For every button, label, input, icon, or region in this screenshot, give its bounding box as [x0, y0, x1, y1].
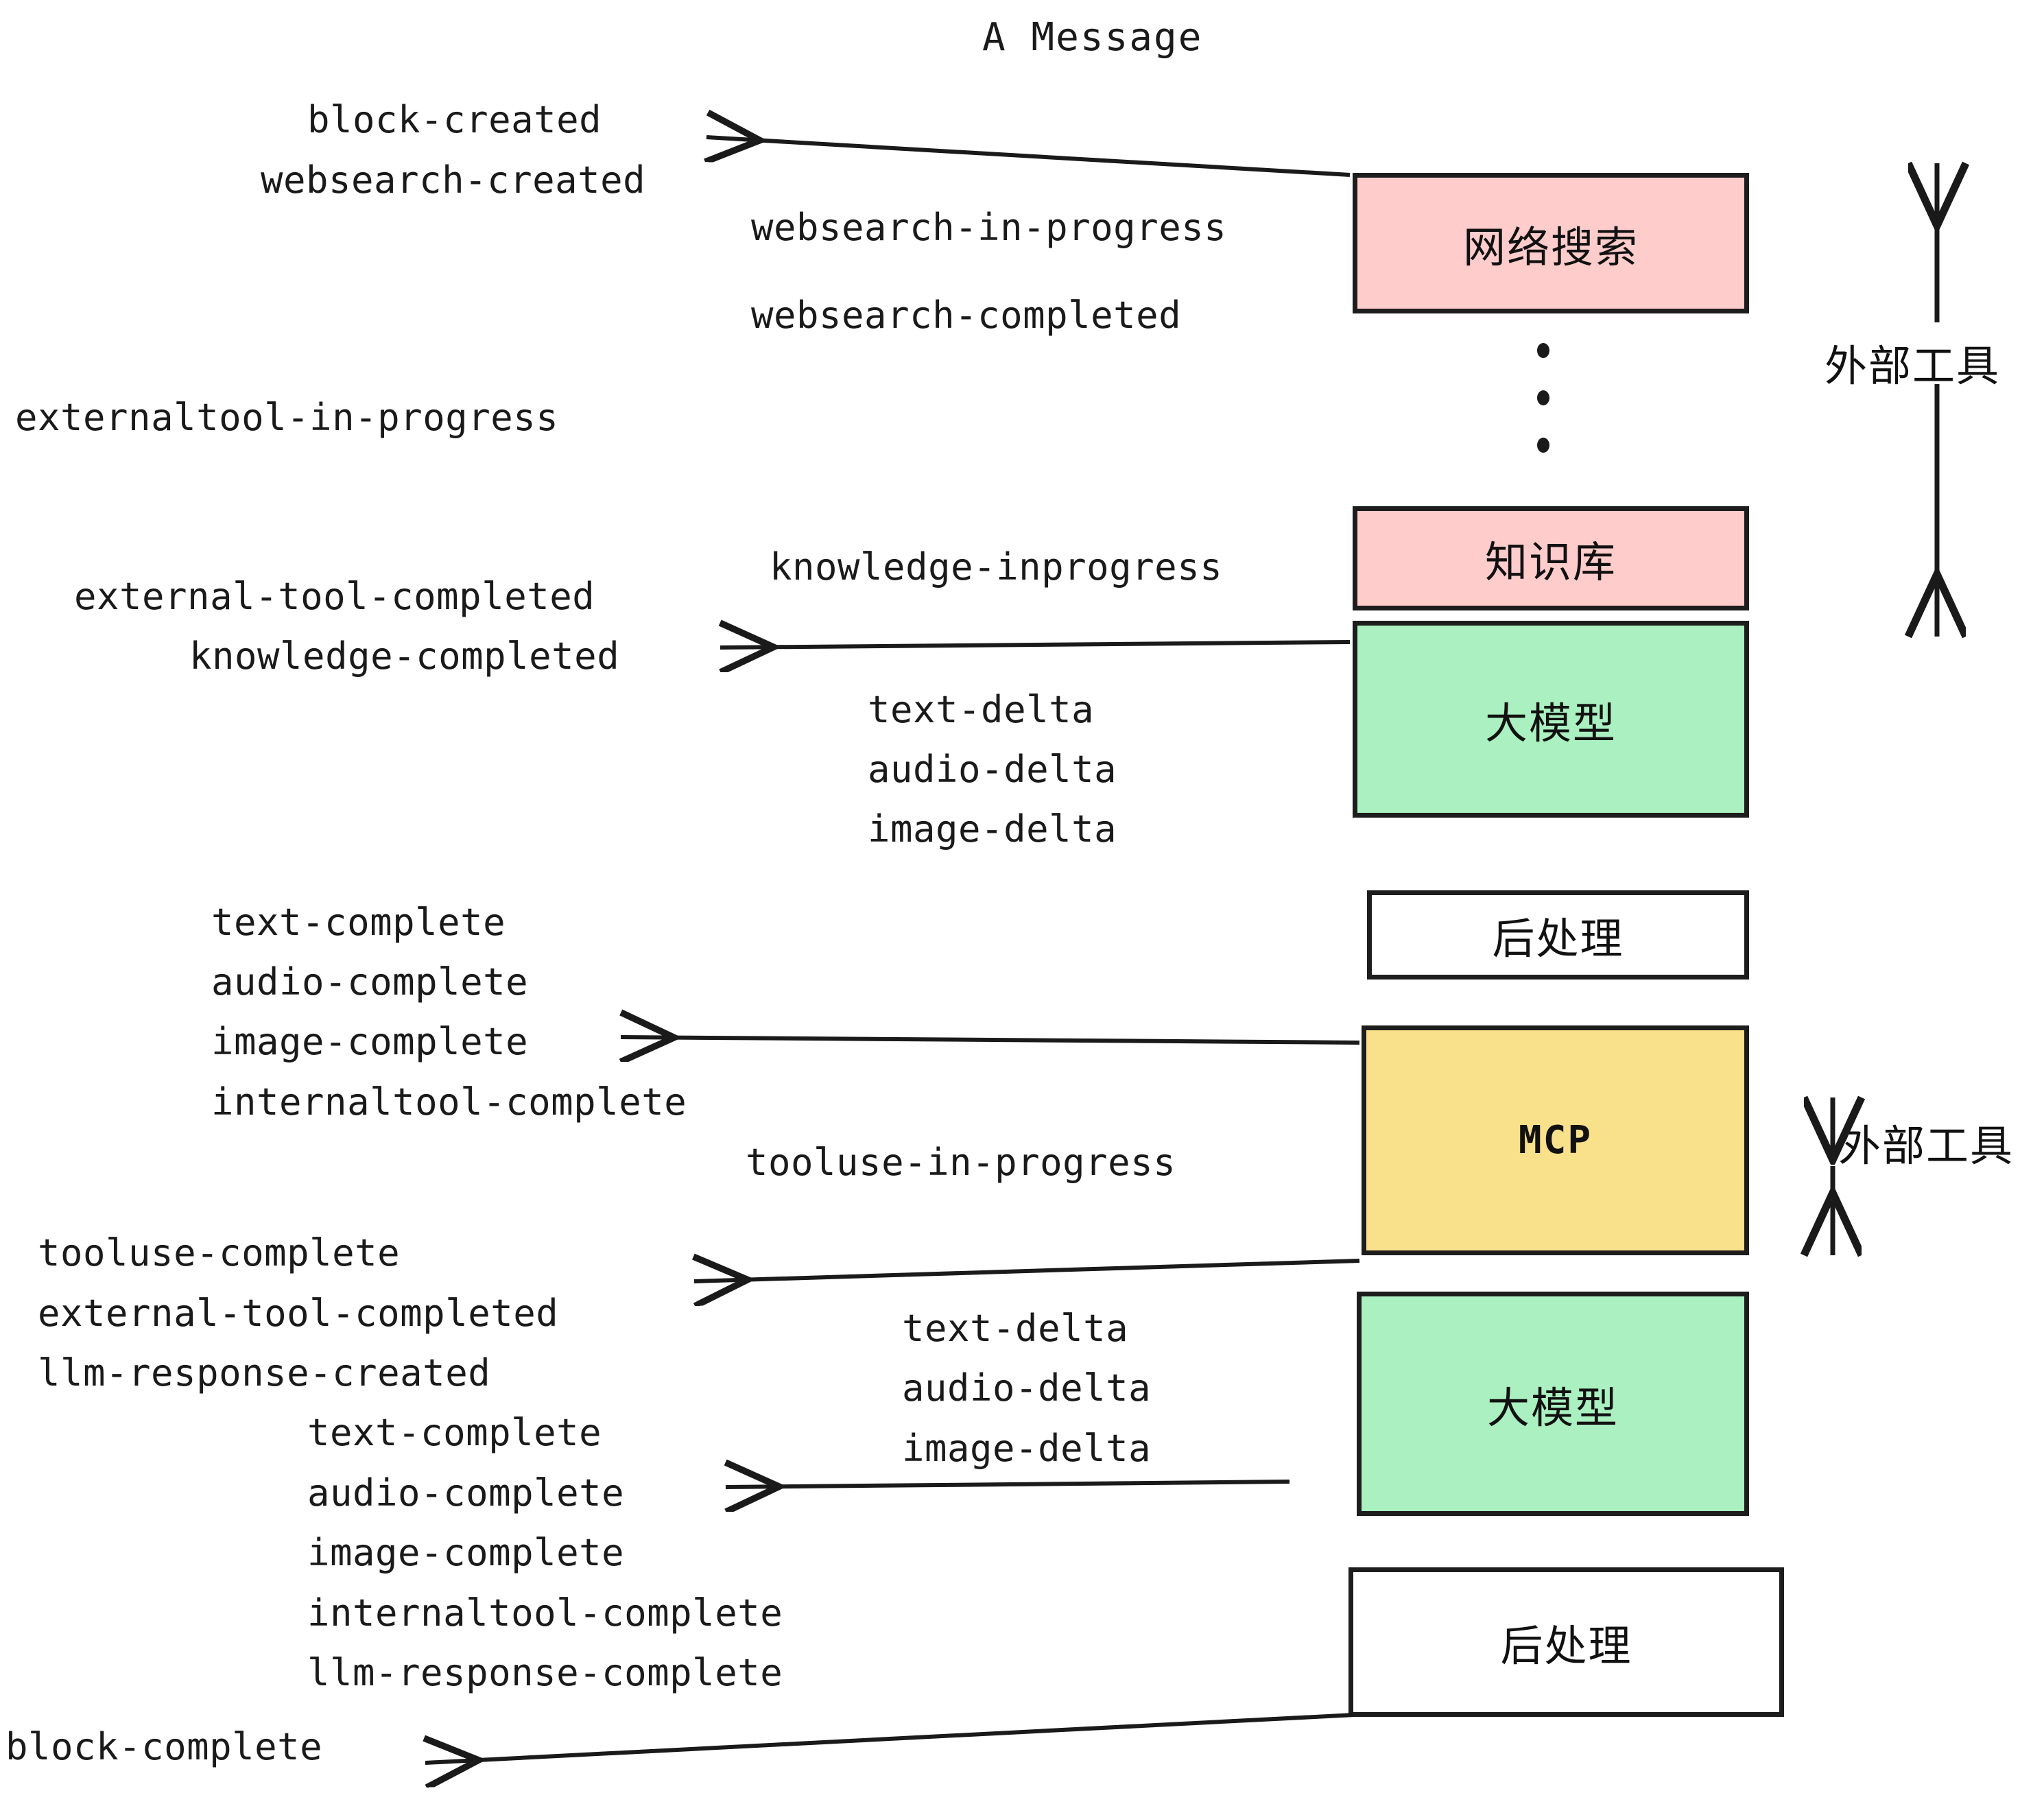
- arrow-postprocess2-to-block-complete: [425, 1713, 1355, 1763]
- node-llm-1-label: 大模型: [1484, 698, 1617, 748]
- side-label-external-tools-upper: 外部工具: [1825, 341, 2001, 391]
- node-llm-2[interactable]: 大模型: [1357, 1292, 1749, 1516]
- event-llm-response-complete: llm-response-complete: [307, 1651, 783, 1694]
- side-label-external-tools-lower: 外部工具: [1838, 1121, 2015, 1171]
- event-image-complete-2: image-complete: [307, 1531, 625, 1574]
- node-mcp-label: MCP: [1518, 1118, 1593, 1163]
- arrow-llm2-to-audio-complete: [726, 1482, 1290, 1487]
- arrow-websearch-to-created: [706, 137, 1351, 177]
- event-audio-complete-2: audio-complete: [307, 1471, 625, 1515]
- event-websearch-created: websearch-created: [261, 158, 646, 202]
- event-audio-complete-1: audio-complete: [211, 960, 529, 1004]
- event-image-delta-2: image-delta: [902, 1427, 1152, 1470]
- event-external-tool-completed-2: external-tool-completed: [38, 1292, 559, 1335]
- event-block-complete: block-complete: [5, 1725, 323, 1768]
- node-postprocess-1-label: 后处理: [1492, 914, 1624, 964]
- vertical-ellipsis-icon: [1536, 343, 1550, 453]
- node-knowledge-label: 知识库: [1484, 537, 1617, 587]
- event-text-complete-2: text-complete: [307, 1411, 602, 1454]
- event-websearch-completed: websearch-completed: [751, 294, 1182, 337]
- event-text-complete-1: text-complete: [211, 901, 506, 944]
- event-tooluse-complete: tooluse-complete: [38, 1231, 401, 1274]
- event-externaltool-in-progress: externaltool-in-progress: [15, 396, 559, 439]
- event-text-delta-2: text-delta: [902, 1307, 1129, 1350]
- node-mcp[interactable]: MCP: [1362, 1025, 1749, 1255]
- event-block-created: block-created: [307, 98, 602, 141]
- event-websearch-in-progress: websearch-in-progress: [751, 206, 1227, 249]
- node-postprocess-2[interactable]: 后处理: [1348, 1567, 1784, 1717]
- event-audio-delta-2: audio-delta: [902, 1366, 1152, 1410]
- event-image-delta-1: image-delta: [868, 807, 1117, 851]
- event-llm-response-created: llm-response-created: [38, 1351, 491, 1394]
- node-knowledge[interactable]: 知识库: [1353, 506, 1749, 610]
- event-external-tool-completed-1: external-tool-completed: [74, 575, 595, 618]
- event-knowledge-completed: knowledge-completed: [189, 634, 620, 678]
- node-websearch[interactable]: 网络搜索: [1353, 173, 1749, 313]
- node-llm-1[interactable]: 大模型: [1353, 621, 1749, 818]
- node-postprocess-2-label: 后处理: [1500, 1621, 1632, 1671]
- node-llm-2-label: 大模型: [1486, 1382, 1619, 1433]
- event-tooluse-in-progress: tooluse-in-progress: [746, 1141, 1176, 1184]
- arrow-mcp-to-image-complete: [621, 1037, 1360, 1043]
- event-internaltool-complete-2: internaltool-complete: [307, 1591, 783, 1635]
- node-websearch-label: 网络搜索: [1462, 222, 1639, 272]
- arrow-mcp-to-tooluse-complete: [694, 1261, 1360, 1281]
- event-image-complete-1: image-complete: [211, 1020, 529, 1063]
- page-title: A Message: [982, 15, 1203, 60]
- event-audio-delta-1: audio-delta: [868, 748, 1117, 791]
- node-postprocess-1[interactable]: 后处理: [1367, 890, 1749, 980]
- event-knowledge-inprogress: knowledge-inprogress: [770, 545, 1223, 589]
- arrow-llm1-to-knowledge-completed: [720, 642, 1351, 648]
- event-text-delta-1: text-delta: [868, 688, 1095, 731]
- event-internaltool-complete-1: internaltool-complete: [211, 1080, 687, 1124]
